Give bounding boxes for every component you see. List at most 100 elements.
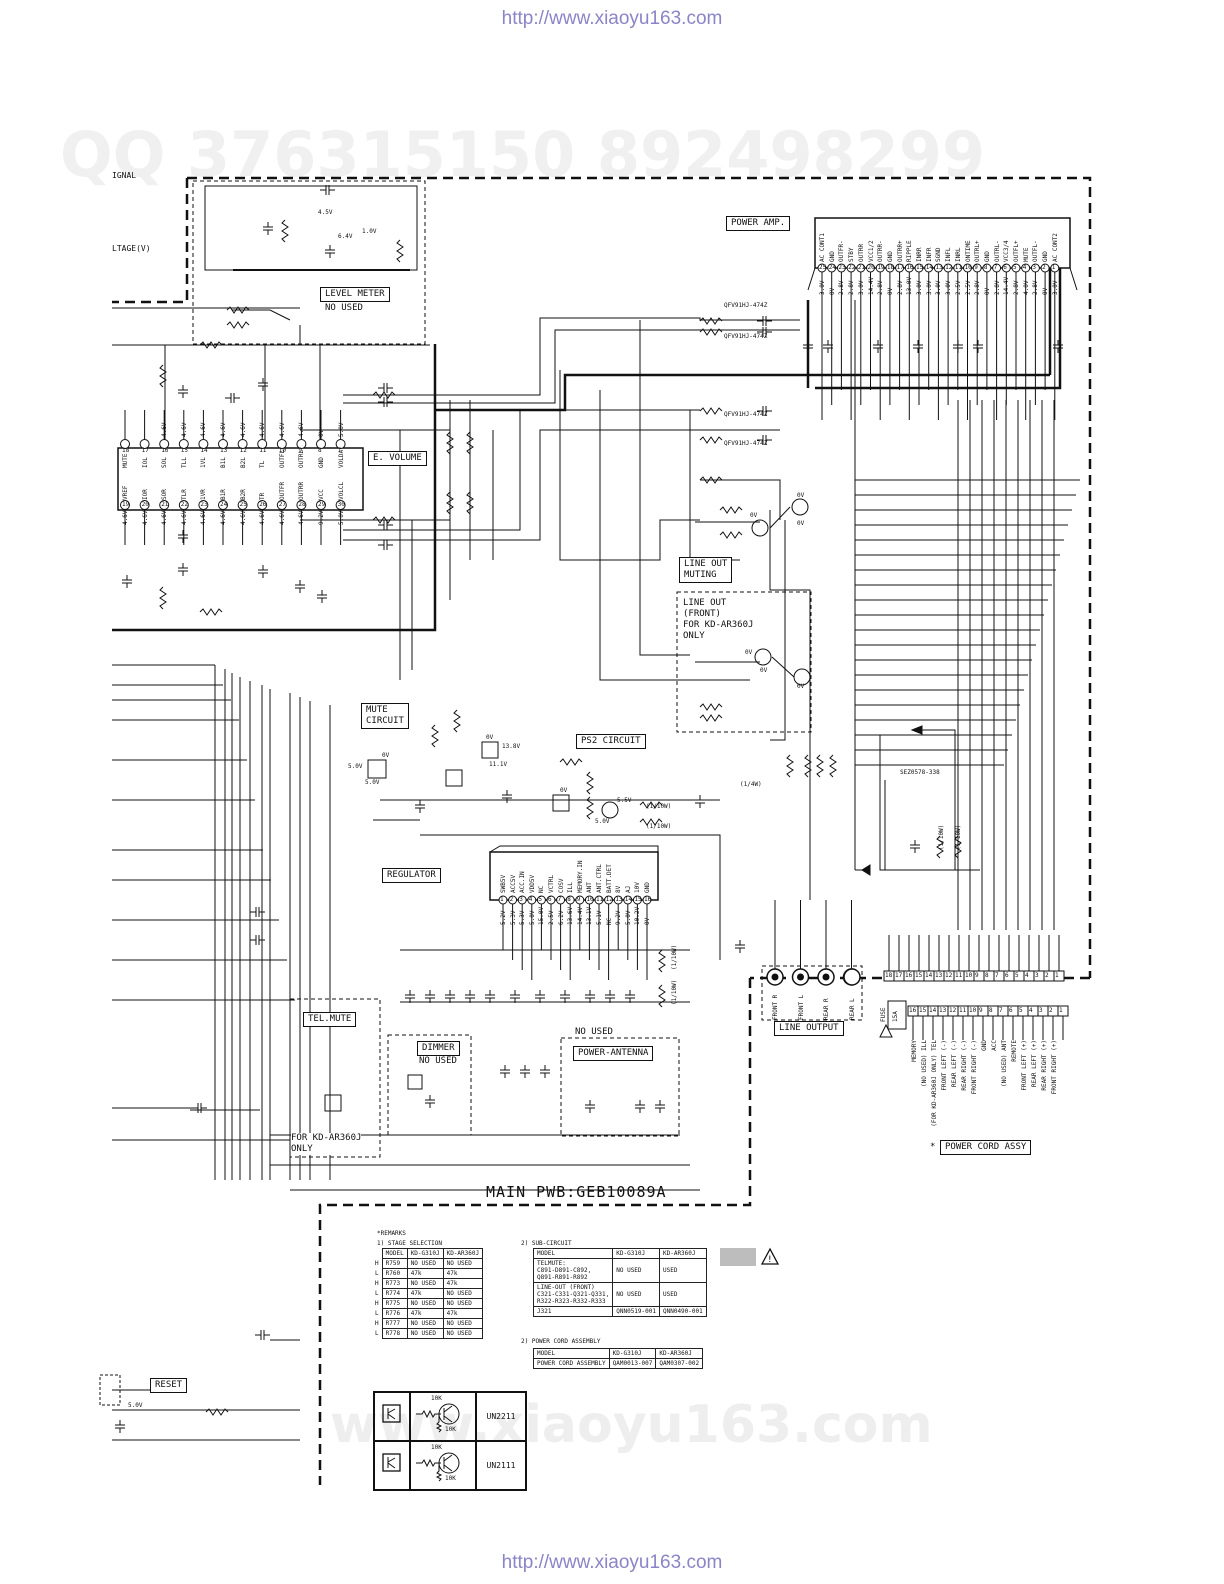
resistor bbox=[786, 754, 794, 778]
resistor bbox=[699, 703, 723, 711]
regulator-pin-name: 10V bbox=[634, 882, 642, 893]
power-amp-pin-name: INRL bbox=[954, 247, 962, 262]
e-volume-pin-number: 7 bbox=[337, 447, 342, 454]
mute-v6: 11.1V bbox=[489, 761, 508, 768]
connector-pin-number: 1 bbox=[1055, 972, 1059, 979]
e-volume-pin-voltage: 4.6V bbox=[298, 422, 306, 437]
power-amp-pin-number: 6 bbox=[1003, 264, 1007, 271]
power-amp-pin-name: OUTRR bbox=[857, 243, 865, 262]
table-cell: 47k bbox=[406, 1268, 444, 1279]
cord-pin-number: 7 bbox=[999, 1007, 1003, 1014]
e-volume-pin-circle bbox=[276, 500, 287, 510]
capacitor bbox=[485, 990, 495, 1003]
e-volume-pin-circle bbox=[139, 439, 150, 449]
power-amp-pin-voltage: 2.5V bbox=[964, 280, 972, 295]
e-volume-pin-name: TLL bbox=[180, 457, 188, 468]
table-cell: NO USED bbox=[442, 1258, 484, 1269]
regulator-pin-number: 13 bbox=[615, 896, 623, 903]
regulator-pin-voltage: 0V bbox=[644, 917, 651, 925]
regulator-pin-voltage: 15.0V bbox=[538, 906, 546, 925]
e-volume-pin-voltage: 4.6V bbox=[239, 422, 247, 437]
cord-pin-number: 16 bbox=[909, 1007, 917, 1014]
stage-selection-title: 1) STAGE SELECTION bbox=[377, 1240, 443, 1247]
e-volume-pin-voltage: 4.6V bbox=[180, 510, 188, 525]
power-amp-pin-number: 18 bbox=[886, 264, 895, 271]
e-volume-pin-name: IOL bbox=[141, 457, 149, 468]
cord-pin-number: 12 bbox=[949, 1007, 957, 1014]
table-cell: R777 bbox=[381, 1318, 408, 1329]
table-cell: USED bbox=[659, 1282, 707, 1307]
regulator-pin-name: ILL bbox=[567, 882, 575, 893]
ps2-v1: 0V bbox=[560, 787, 568, 794]
power-cord-wire-label: REAR LEFT (+) bbox=[1031, 1040, 1038, 1087]
power-amp-pin-name: OUTRL- bbox=[993, 240, 1001, 262]
power-amp-pin-voltage: 2.8V bbox=[993, 280, 1001, 295]
e-volume-pin-number: 10 bbox=[278, 447, 287, 454]
power-amp-pin-number: 7 bbox=[993, 264, 998, 271]
res-1-10w-f: (1/10W) bbox=[955, 824, 962, 850]
resistor bbox=[559, 758, 583, 766]
regulator-pin-name: ACC.IN bbox=[519, 871, 527, 893]
capacitor bbox=[415, 800, 425, 813]
table-cell: J321 bbox=[532, 1306, 614, 1317]
power-amp-pin-voltage: 3.0V bbox=[925, 280, 933, 295]
capacitor bbox=[255, 1330, 270, 1340]
remarks-title: *REMARKS bbox=[377, 1230, 406, 1237]
capacitor bbox=[325, 245, 335, 258]
power-antenna-note: NO USED bbox=[575, 1027, 613, 1037]
power-amp-pin-voltage: 3.0V bbox=[857, 280, 865, 295]
header-url[interactable]: http://www.xiaoyu163.com bbox=[501, 8, 723, 29]
e-volume-pin-voltage: 0V bbox=[318, 429, 325, 437]
resistor bbox=[226, 321, 250, 329]
regulator-pin-name: ACC5V bbox=[509, 874, 517, 893]
svg-text:!: ! bbox=[768, 1255, 772, 1265]
qfv-label-a: QFV91HJ-474Z bbox=[724, 302, 768, 309]
footer-url[interactable]: http://www.xiaoyu163.com bbox=[501, 1552, 723, 1573]
power-amp-pin-number: 24 bbox=[828, 264, 836, 271]
capacitor bbox=[320, 185, 335, 195]
connector-pin-number: 8 bbox=[985, 972, 989, 979]
e-volume-pin-circle bbox=[198, 500, 209, 510]
muting-v1: 0V bbox=[750, 512, 758, 519]
e-volume-pin-voltage: 4.6V bbox=[141, 510, 149, 525]
power-antenna-label: POWER-ANTENNA bbox=[573, 1046, 654, 1061]
power-amp-pin-voltage: 0V bbox=[1042, 287, 1050, 295]
connector-pin-number: 9 bbox=[975, 972, 979, 979]
regulator-pin-number: 15 bbox=[634, 896, 642, 903]
capacitor bbox=[405, 990, 415, 1003]
regulator-pin-number: 4 bbox=[528, 896, 533, 903]
resistor bbox=[586, 771, 594, 795]
connector-pin-number: 3 bbox=[1035, 972, 1039, 979]
power-amp-pin-name: AC CONT1 bbox=[819, 233, 826, 262]
table-cell: R759 bbox=[381, 1258, 408, 1269]
resistor bbox=[699, 436, 723, 444]
e-volume-pin-voltage: 4.6V bbox=[278, 510, 286, 525]
capacitor bbox=[585, 990, 595, 1003]
regulator-pin-name: GND bbox=[644, 882, 651, 893]
capacitor bbox=[122, 575, 132, 588]
capacitor bbox=[425, 1095, 435, 1108]
connector-pin-number: 13 bbox=[935, 972, 943, 979]
regulator-pin-number: 12 bbox=[605, 896, 613, 903]
regulator-pin-name: COSV bbox=[557, 878, 565, 893]
table-cell: 47k bbox=[442, 1308, 484, 1319]
e-volume-pin-circle bbox=[120, 500, 130, 510]
res-1-10w-e: (1/10W) bbox=[938, 824, 945, 850]
resistor bbox=[699, 714, 723, 722]
res-1-10w-b: (1/10W) bbox=[646, 823, 672, 830]
regulator-pin-voltage: 5.0V bbox=[624, 910, 632, 925]
q-level-v1: 4.5V bbox=[318, 209, 333, 216]
e-volume-pin-name: OUTRR bbox=[298, 481, 306, 500]
rca-jack-center bbox=[771, 973, 779, 981]
power-amp-pin-name: OUTFR- bbox=[838, 240, 846, 262]
table-cell: USED bbox=[659, 1258, 707, 1283]
e-volume-pin-circle bbox=[296, 500, 307, 510]
